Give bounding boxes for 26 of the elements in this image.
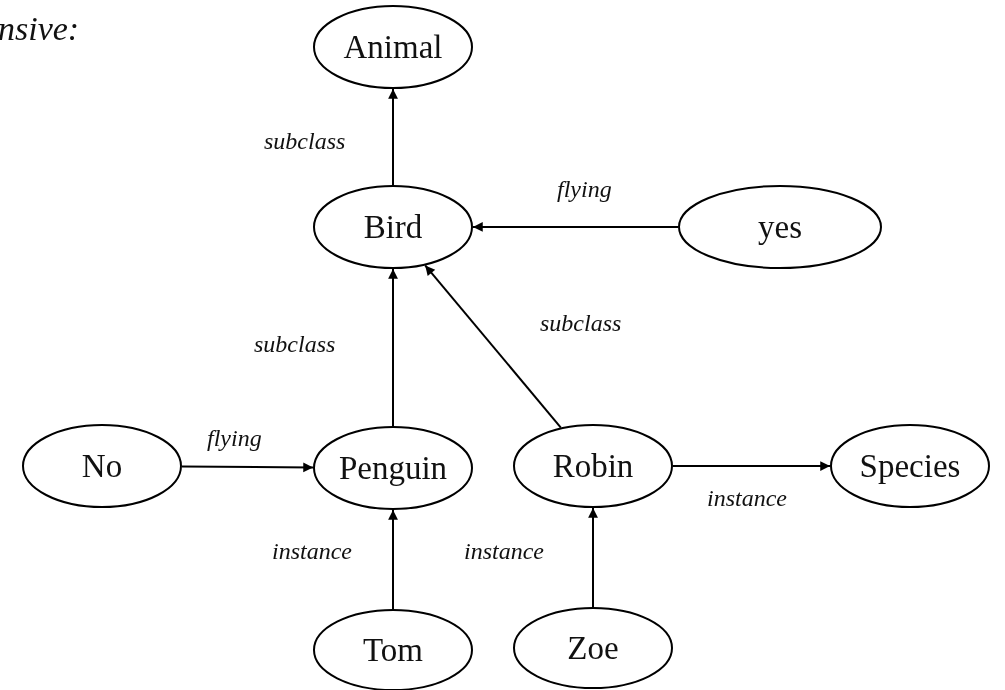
node-label: Penguin [338, 449, 448, 487]
ellipse-node [513, 424, 673, 508]
ellipse-node [513, 607, 673, 689]
ellipse-node [830, 424, 990, 508]
arrow [388, 88, 398, 186]
arrow [388, 509, 398, 610]
arrow [472, 222, 679, 232]
ellipse-node [678, 185, 882, 269]
ellipse-node [22, 424, 182, 508]
node-label: yes [758, 208, 802, 246]
ellipse-node [313, 5, 473, 89]
arrow [672, 461, 831, 471]
node-label: Robin [552, 447, 634, 485]
arrow [424, 264, 562, 429]
node-label: Tom [363, 631, 423, 669]
node-label: Animal [343, 28, 443, 66]
arrow [588, 507, 598, 608]
ellipse-node [313, 185, 473, 269]
heading-text: nsive: [0, 10, 80, 48]
node-label: No [81, 447, 123, 485]
node-label: Species [859, 447, 961, 485]
ellipse-node [313, 426, 473, 510]
arrow [388, 268, 398, 427]
arrow [181, 462, 314, 473]
node-label: Zoe [567, 629, 619, 667]
node-label: Bird [363, 208, 423, 246]
